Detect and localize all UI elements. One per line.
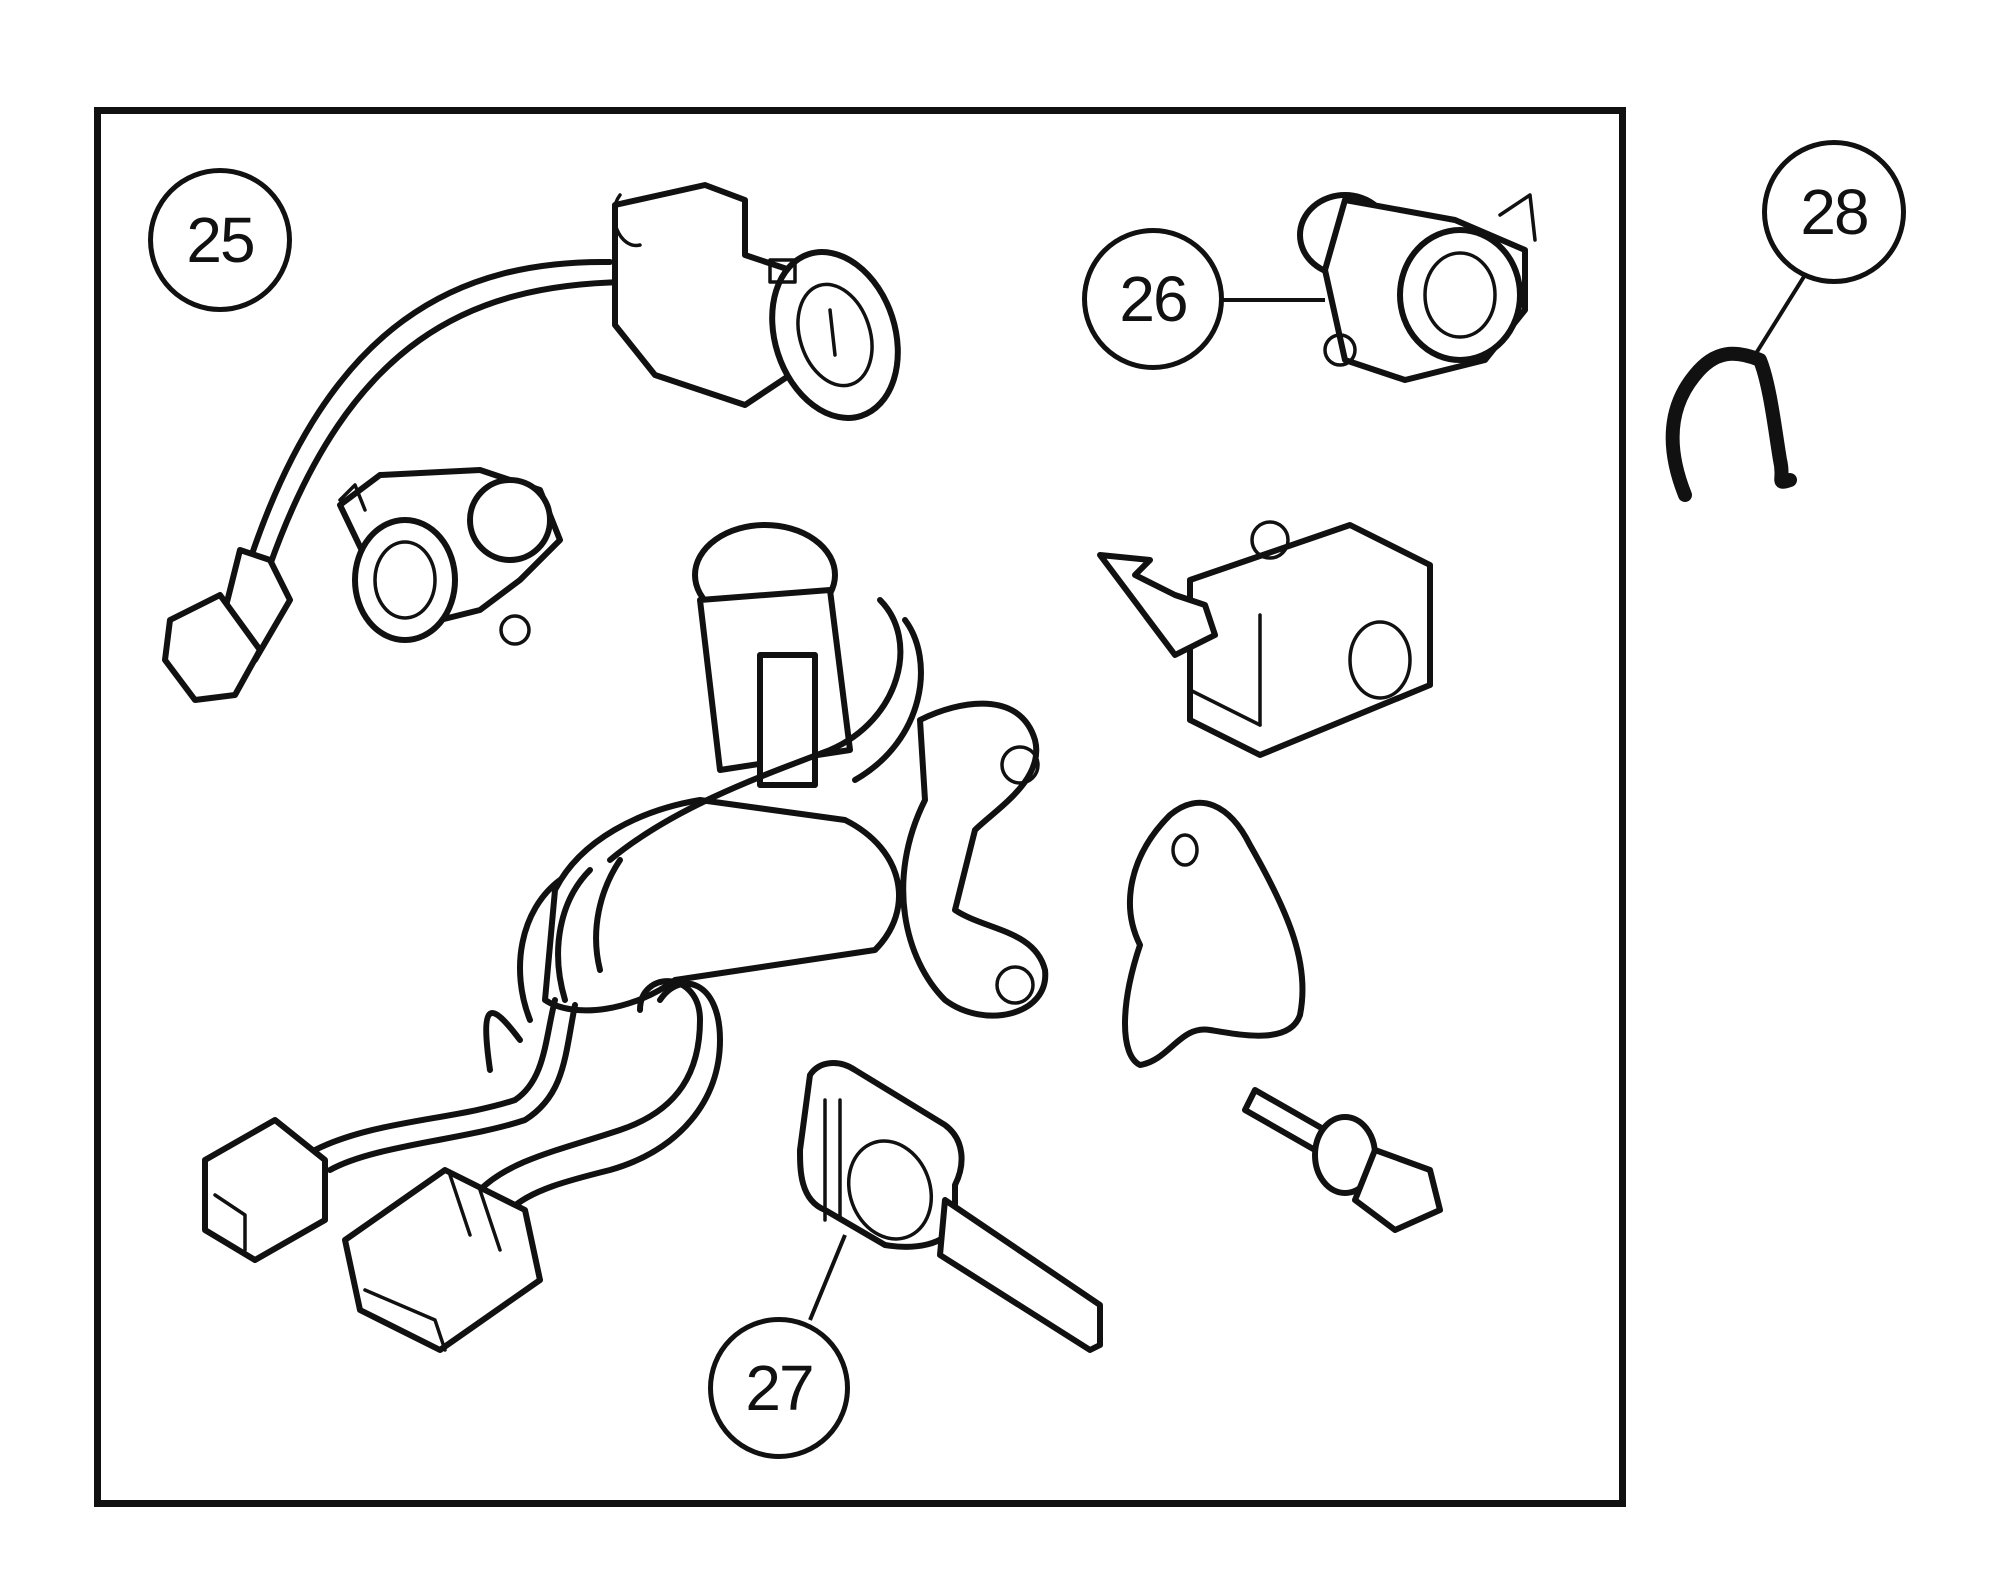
passenger-lock-cylinder bbox=[337, 467, 563, 646]
callout-26-label: 26 bbox=[1119, 263, 1188, 335]
glovebox-lock bbox=[1097, 520, 1433, 758]
callout-28-label: 28 bbox=[1800, 176, 1869, 248]
callout-26: 26 bbox=[1082, 228, 1224, 370]
kit-frame bbox=[94, 107, 1626, 1507]
shear-bolt bbox=[1242, 1087, 1443, 1233]
callout-27: 27 bbox=[708, 1317, 850, 1459]
retaining-clip-28 bbox=[1665, 273, 1807, 502]
callout-25-label: 25 bbox=[186, 204, 255, 276]
key-27 bbox=[797, 1060, 1103, 1353]
callout-25: 25 bbox=[148, 168, 292, 312]
door-lock-cylinder-26 bbox=[1297, 192, 1537, 383]
driver-lock-cylinder-with-harness bbox=[162, 182, 901, 703]
callout-28: 28 bbox=[1762, 140, 1906, 284]
lock-bezel bbox=[1122, 799, 1306, 1068]
ignition-switch-with-harness bbox=[202, 522, 1049, 1353]
callout-27-label: 27 bbox=[745, 1352, 814, 1424]
